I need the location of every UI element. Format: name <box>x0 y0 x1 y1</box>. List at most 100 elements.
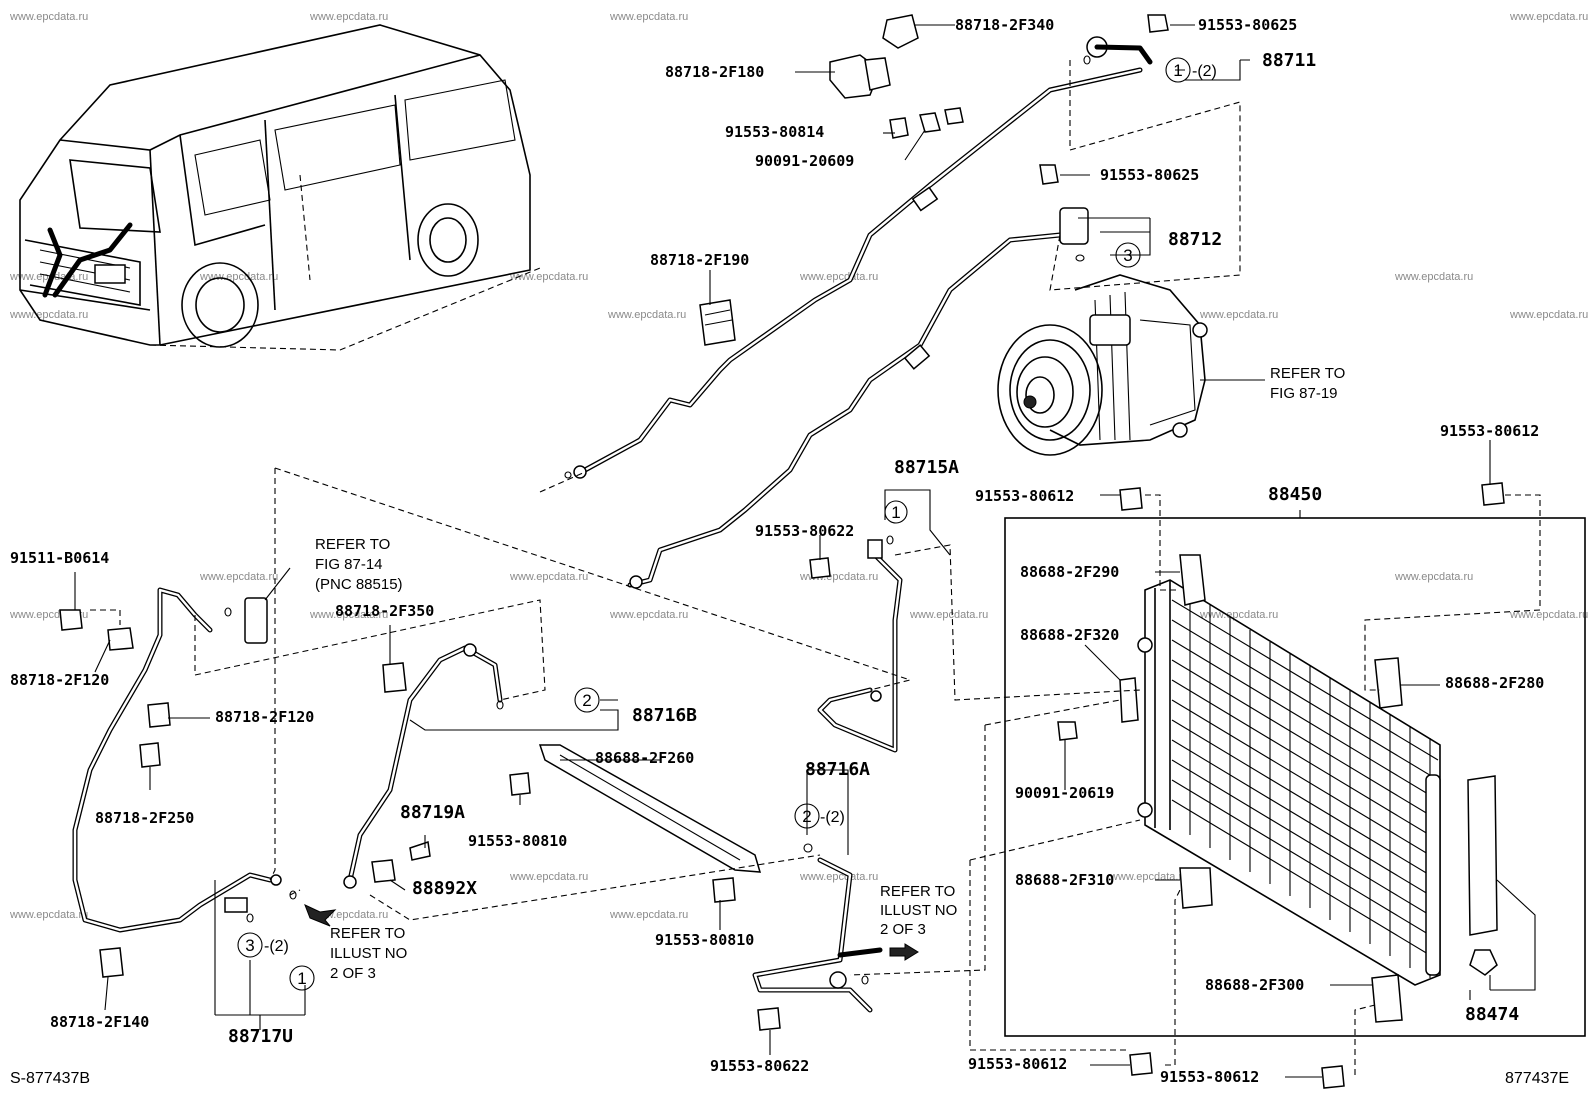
part-label: 88718-2F350 <box>335 602 434 620</box>
part-label: 88688-2F300 <box>1205 976 1304 994</box>
refer-line: REFER TO <box>330 925 405 942</box>
watermark: www.epcdata.ru <box>509 871 588 883</box>
part-label: 88712 <box>1168 229 1222 250</box>
hose-88716B <box>343 643 503 889</box>
bolt-91553-80612-a <box>1119 487 1143 511</box>
bracket-88688-2f280 <box>1374 657 1403 709</box>
bolt-90091-20619 <box>1057 721 1078 741</box>
part-label: 88688-2F290 <box>1020 563 1119 581</box>
bolt-91553-80810-a <box>509 772 531 796</box>
refer-line: ILLUST NO <box>880 902 957 919</box>
callout-2: 2 <box>582 691 591 710</box>
cap-88474 <box>1469 949 1498 976</box>
watermark: www.epcdata.ru <box>1509 309 1588 321</box>
part-label: 88688-2F320 <box>1020 626 1119 644</box>
callout-qty: -(2) <box>264 938 289 955</box>
refer-line: REFER TO <box>315 536 390 553</box>
clamp-88718-2f140 <box>99 947 124 978</box>
watermark: www.epcdata.ru <box>799 271 878 283</box>
part-label: 88716B <box>632 705 697 726</box>
part-label: 91553-80622 <box>755 522 854 540</box>
hose-88715A <box>817 539 903 753</box>
part-label: 91553-80612 <box>1440 422 1539 440</box>
part-label: 88718-2F140 <box>50 1013 149 1031</box>
part-labels: 88718-2F340 91553-80625 88718-2F180 8871… <box>10 16 1569 1087</box>
part-label: 91553-80612 <box>975 487 1074 505</box>
hose-88717U <box>72 587 282 933</box>
bolt-91553-80810-b <box>712 877 736 903</box>
bolt-91553-80622-b <box>757 1007 781 1031</box>
part-label: 88474 <box>1465 1004 1519 1025</box>
part-label: 88717U <box>228 1026 293 1047</box>
watermark: www.epcdata.ru <box>1199 309 1278 321</box>
watermark: www.epcdata.ru <box>609 609 688 621</box>
condenser-frame <box>1004 517 1586 1037</box>
watermark: www.epcdata.ru <box>609 909 688 921</box>
refer-line: REFER TO <box>1270 365 1345 382</box>
clamp-88719a <box>409 841 431 861</box>
dashed-guides <box>90 60 1541 1075</box>
watermark: www.epcdata.ru <box>1509 11 1588 23</box>
part-label: 91553-80612 <box>968 1055 1067 1073</box>
watermark: www.epcdata.ru <box>509 271 588 283</box>
refer-arrows <box>304 904 919 961</box>
watermark: www.epcdata.ru <box>1109 871 1188 883</box>
clamp-88718-2f250 <box>139 742 161 768</box>
bracket-88688-2f320 <box>1119 677 1139 723</box>
watermark: www.epcdata.ru <box>9 309 88 321</box>
watermark: www.epcdata.ru <box>909 609 988 621</box>
condenser-box <box>1004 517 1586 1037</box>
watermark: www.epcdata.ru <box>309 609 388 621</box>
o-rings <box>224 55 1091 985</box>
watermarks: www.epcdata.ru www.epcdata.ru www.epcdat… <box>9 11 1588 921</box>
circled-callouts: 1 -(2) 3 1 2 2 -(2) 3 -(2) 1 <box>237 57 1217 991</box>
clamp-88718-2f120-b <box>147 702 171 728</box>
bolt-91553-80612-b <box>1481 482 1505 506</box>
part-label: 88718-2F180 <box>665 63 764 81</box>
watermark: www.epcdata.ru <box>607 309 686 321</box>
part-label: 88892X <box>412 878 477 899</box>
part-label: 91553-80625 <box>1100 166 1199 184</box>
clamp-88718-2f120-a <box>107 627 134 651</box>
part-label: 91553-80810 <box>655 931 754 949</box>
van-illustration <box>19 24 541 351</box>
bolt-91511-b0614 <box>59 609 83 631</box>
callout-qty: -(2) <box>1192 63 1217 80</box>
watermark: www.epcdata.ru <box>199 271 278 283</box>
watermark: www.epcdata.ru <box>9 11 88 23</box>
callout-2: 2 <box>802 807 811 826</box>
part-label: 91511-B0614 <box>10 549 109 567</box>
watermark: www.epcdata.ru <box>1199 609 1278 621</box>
part-label: 88718-2F120 <box>10 671 109 689</box>
part-label: 91553-80622 <box>710 1057 809 1075</box>
bolt-91553-80622-a <box>809 557 831 579</box>
refer-line: 2 OF 3 <box>880 921 926 938</box>
refer-line: 2 OF 3 <box>330 965 376 982</box>
clamp-88892x <box>371 859 396 883</box>
part-label: 91553-80625 <box>1198 16 1297 34</box>
watermark: www.epcdata.ru <box>509 571 588 583</box>
bolt-90091-20609 <box>919 112 941 133</box>
diagram-code-left: S-877437B <box>10 1070 90 1087</box>
hose-88716A <box>752 857 883 1013</box>
part-label: 88718-2F340 <box>955 16 1054 34</box>
watermark: www.epcdata.ru <box>799 871 878 883</box>
support-88688-2f260 <box>538 744 762 873</box>
refer-line: FIG 87-19 <box>1270 385 1338 402</box>
refer-line: (PNC 88515) <box>315 576 403 593</box>
bracket-88688-2f290 <box>1179 554 1206 606</box>
callout-3: 3 <box>1123 246 1132 265</box>
bracket-88688-2f310 <box>1179 867 1213 909</box>
bolt-91553-80612-d <box>1321 1065 1345 1089</box>
receiver-drier <box>244 597 268 644</box>
bolt-91553-80625-a <box>1147 14 1169 33</box>
callout-1: 1 <box>891 503 900 522</box>
part-label: 88688-2F310 <box>1015 871 1114 889</box>
part-label: 88715A <box>894 457 959 478</box>
diagram-code-right: 877437E <box>1505 1070 1569 1087</box>
watermark: www.epcdata.ru <box>1394 571 1473 583</box>
part-label: 91553-80612 <box>1160 1068 1259 1086</box>
leader-lines <box>74 24 1536 1078</box>
part-label: 91553-80810 <box>468 832 567 850</box>
callout-qty: -(2) <box>820 809 845 826</box>
